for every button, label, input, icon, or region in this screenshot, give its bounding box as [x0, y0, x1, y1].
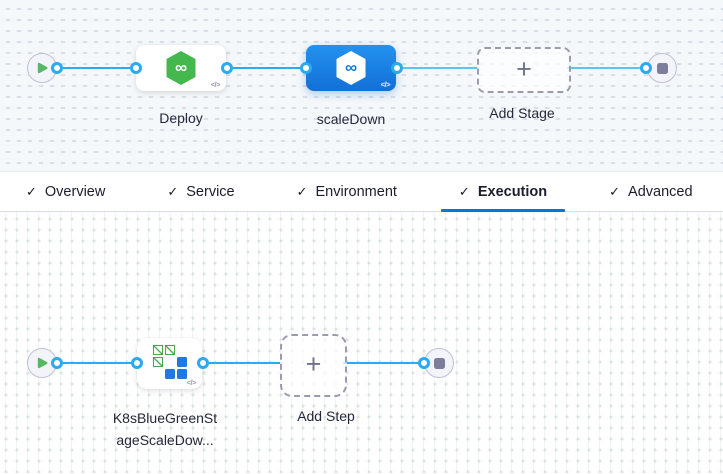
stage-config-tabbar: ✓ Overview ✓ Service ✓ Environment ✓ Exe… — [0, 171, 723, 212]
edge-step-to-addstep — [203, 361, 281, 365]
plus-icon: + — [516, 53, 532, 84]
tab-overview[interactable]: ✓ Overview — [8, 172, 123, 211]
plus-icon: + — [305, 349, 322, 379]
harness-infinity-icon: ∞ — [174, 57, 188, 77]
edge-addstep-to-end — [343, 361, 425, 365]
cd-stage-icon: ∞ — [165, 50, 197, 86]
port-scaledown-in[interactable] — [300, 62, 312, 74]
tab-service[interactable]: ✓ Service — [149, 172, 252, 211]
stage-label-scaledown[interactable]: scaleDown — [316, 111, 386, 127]
edge-scaledown-to-addstage — [397, 66, 478, 70]
port-end-in[interactable] — [640, 62, 652, 74]
check-icon: ✓ — [26, 183, 37, 199]
check-icon: ✓ — [296, 183, 308, 199]
port-start-out[interactable] — [51, 62, 63, 74]
harness-infinity-icon: ∞ — [344, 57, 358, 77]
add-step-label[interactable]: Add Step — [297, 408, 355, 424]
k8s-bluegreen-scaledown-icon — [152, 344, 187, 379]
cd-stage-icon: ∞ — [335, 50, 367, 86]
stage-node-deploy[interactable]: ∞ </> — [136, 45, 226, 91]
port-start-out[interactable] — [51, 357, 63, 369]
edge-start-to-step — [57, 361, 138, 365]
tab-execution[interactable]: ✓ Execution — [440, 172, 566, 212]
stage-graph-canvas[interactable]: ∞ </> ∞ </> + Deploy scaleDown Add Stage — [0, 0, 723, 171]
add-stage-button[interactable]: + — [477, 47, 571, 93]
port-deploy-out[interactable] — [221, 62, 233, 74]
step-label-line1: K8sBlueGreenSt — [112, 410, 218, 426]
tab-label: Environment — [315, 183, 397, 200]
check-icon: ✓ — [609, 183, 621, 199]
tab-label: Advanced — [628, 183, 693, 200]
tab-label: Service — [186, 183, 235, 200]
tab-label: Execution — [477, 183, 548, 200]
edge-start-to-deploy — [57, 66, 137, 70]
stop-icon — [656, 62, 668, 74]
port-step-out[interactable] — [197, 357, 209, 369]
template-code-icon: </> — [380, 80, 391, 89]
execution-graph-canvas[interactable]: </> + K8sBlueGreenSt ageScaleDow... Add … — [0, 212, 723, 473]
step-label-line2: ageScaleDow... — [116, 432, 214, 448]
stage-node-scaledown[interactable]: ∞ </> — [306, 45, 396, 91]
stage-label-deploy[interactable]: Deploy — [159, 110, 203, 126]
check-icon: ✓ — [167, 183, 179, 199]
add-stage-label[interactable]: Add Stage — [489, 105, 555, 121]
tab-label: Overview — [44, 183, 106, 200]
port-scaledown-out[interactable] — [391, 62, 403, 74]
play-icon — [37, 62, 47, 74]
edge-addstage-to-end — [567, 66, 647, 70]
port-end-in[interactable] — [418, 357, 430, 369]
check-icon: ✓ — [458, 183, 470, 199]
play-icon — [37, 357, 47, 369]
tab-environment[interactable]: ✓ Environment — [279, 172, 415, 211]
port-deploy-in[interactable] — [130, 62, 142, 74]
template-code-icon: </> — [210, 80, 221, 89]
tab-advanced[interactable]: ✓ Advanced — [591, 172, 710, 211]
stop-icon — [433, 357, 445, 369]
step-node-k8sbluegreen[interactable]: </> — [137, 338, 202, 389]
step-label[interactable]: K8sBlueGreenSt ageScaleDow... — [100, 407, 230, 451]
edge-deploy-to-scaledown — [227, 66, 307, 70]
port-step-in[interactable] — [131, 357, 143, 369]
add-step-button[interactable]: + — [280, 334, 347, 397]
template-code-icon: </> — [186, 378, 197, 387]
